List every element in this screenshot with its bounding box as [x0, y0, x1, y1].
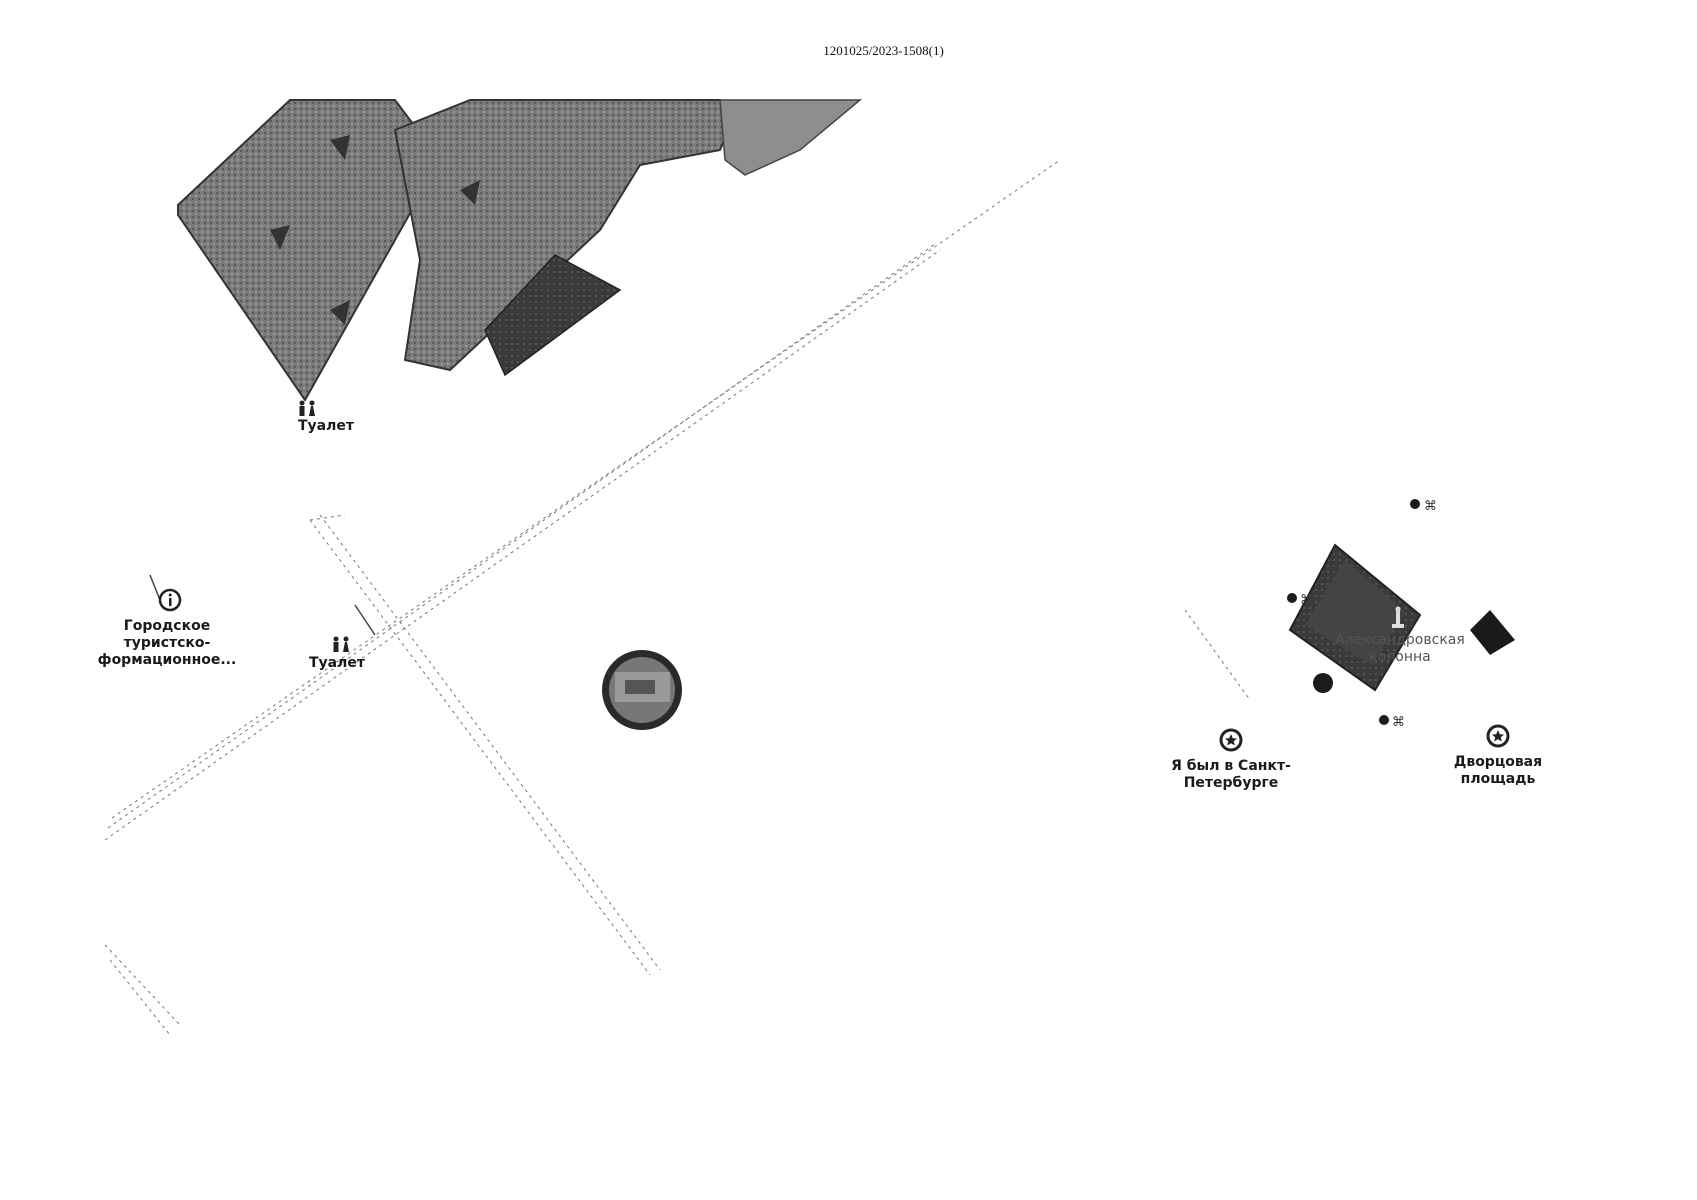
star-marker-icon[interactable]: [1219, 728, 1243, 756]
toilet-label-1: Туалет: [298, 418, 354, 434]
street-edges: [149, 574, 376, 636]
svg-text:⌘: ⌘: [1300, 593, 1313, 608]
pin-cluster[interactable]: ⌘ ⌘ ⌘: [1287, 499, 1437, 730]
column-square[interactable]: [1288, 543, 1515, 692]
tourist-center-line-2: туристско-: [123, 635, 211, 651]
palace-building[interactable]: [177, 99, 863, 402]
palace-square-label: Дворцовая площадь: [1440, 754, 1556, 788]
tourist-center-line-1: Городское: [123, 618, 211, 634]
been-spb-line-2: Петербурге: [1183, 775, 1279, 791]
been-spb-line-1: Я был в Санкт-: [1171, 758, 1291, 774]
tourist-center-line-3: формационное...: [97, 652, 237, 668]
star-marker-icon[interactable]: [1486, 724, 1510, 752]
column-label: Александровская колонна: [1315, 632, 1485, 666]
toilet-icon[interactable]: [296, 400, 318, 422]
svg-text:⌘: ⌘: [1424, 499, 1437, 514]
column-label-line-1: Александровская: [1335, 632, 1465, 648]
info-icon[interactable]: [158, 588, 182, 616]
photo-bubble-icon[interactable]: [602, 650, 682, 730]
svg-text:⌘: ⌘: [1392, 715, 1405, 730]
monument-icon[interactable]: [1388, 606, 1408, 634]
toilet-label-2: Туалет: [309, 655, 365, 671]
tourist-center-label: Городское туристско- формационное...: [92, 618, 242, 669]
document-id: 1201025/2023-1508(1): [823, 43, 944, 58]
dot-marker-icon[interactable]: [1313, 673, 1333, 693]
palace-square-line-2: площадь: [1460, 771, 1536, 787]
street-lines: [104, 159, 1251, 1036]
toilet-icon[interactable]: [330, 636, 352, 658]
column-label-line-2: колонна: [1369, 649, 1431, 665]
been-spb-label: Я был в Санкт- Петербурге: [1158, 758, 1304, 792]
palace-square-line-1: Дворцовая: [1453, 754, 1543, 770]
